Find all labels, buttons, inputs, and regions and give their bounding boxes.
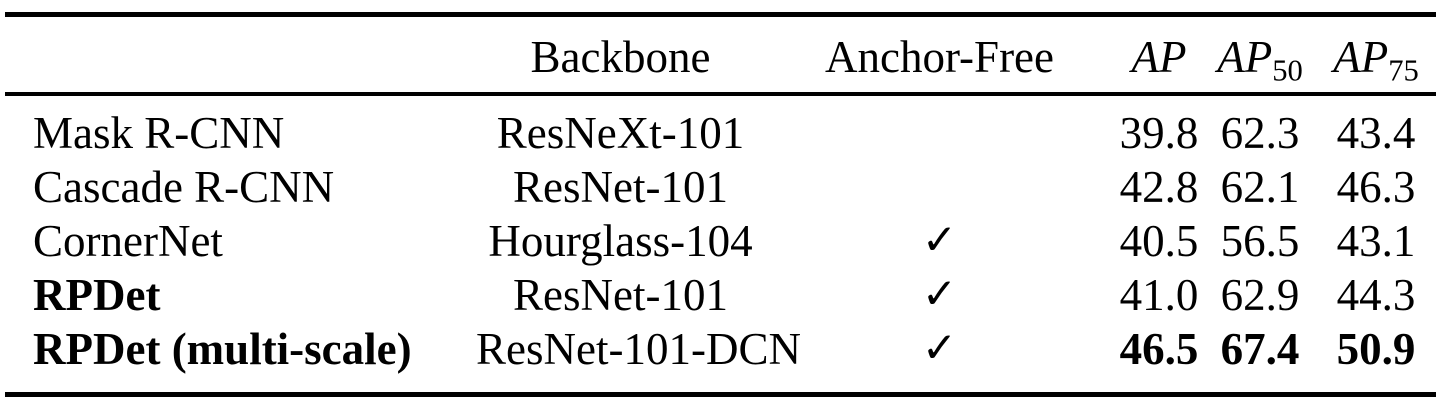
header-ap: AP	[1114, 12, 1204, 96]
table-row: Mask R-CNN ResNeXt-101 39.8 62.3 43.4	[5, 94, 1436, 160]
ap-cell: 41.0	[1119, 269, 1199, 320]
ap-cell: 40.5	[1119, 215, 1199, 266]
ap75-cell: 43.4	[1336, 107, 1416, 158]
table-row: RPDet (multi-scale) ResNet-101-DCN ✓ 46.…	[5, 322, 1436, 397]
method-cell: CornerNet	[33, 215, 223, 266]
header-ap-base: AP	[1131, 32, 1187, 82]
method-cell: RPDet (multi-scale)	[5, 322, 476, 397]
ap75-cell: 44.3	[1336, 269, 1416, 320]
ap75-cell: 46.3	[1336, 161, 1416, 212]
ap50-cell: 62.1	[1220, 161, 1300, 212]
anchor-free-cell	[765, 160, 1114, 214]
header-method	[5, 12, 476, 96]
header-ap75: AP75	[1316, 12, 1436, 96]
method-cell: RPDet	[33, 269, 161, 320]
ap50-cell: 62.9	[1220, 269, 1300, 320]
checkmark-icon: ✓	[921, 272, 958, 318]
ap50-cell: 67.4	[1204, 322, 1316, 397]
table-header: Backbone Anchor-Free AP AP50 AP75	[5, 12, 1436, 96]
backbone-cell: ResNet-101	[513, 269, 728, 320]
ap50-cell: 62.3	[1220, 107, 1300, 158]
table-body: Mask R-CNN ResNeXt-101 39.8 62.3 43.4 Ca…	[5, 94, 1436, 397]
ap75-cell: 43.1	[1336, 215, 1416, 266]
header-row: Backbone Anchor-Free AP AP50 AP75	[5, 12, 1436, 96]
header-ap50: AP50	[1204, 12, 1316, 96]
backbone-cell: Hourglass-104	[488, 215, 753, 266]
ap50-cell: 56.5	[1220, 215, 1300, 266]
checkmark-icon: ✓	[765, 322, 1114, 397]
method-cell: Cascade R-CNN	[33, 161, 335, 212]
ap-cell: 42.8	[1119, 161, 1199, 212]
backbone-cell: ResNeXt-101	[496, 107, 745, 158]
method-cell: Mask R-CNN	[33, 107, 285, 158]
header-ap75-base: AP	[1333, 32, 1389, 82]
header-anchor-free: Anchor-Free	[765, 12, 1114, 96]
table-row: Cascade R-CNN ResNet-101 42.8 62.1 46.3	[5, 160, 1436, 214]
header-ap50-base: AP	[1217, 32, 1273, 82]
anchor-free-cell	[765, 94, 1114, 160]
backbone-cell: ResNet-101-DCN	[476, 322, 801, 397]
ap75-cell: 50.9	[1316, 322, 1436, 397]
header-ap75-sub: 75	[1388, 53, 1419, 88]
header-ap50-sub: 50	[1272, 53, 1303, 88]
backbone-cell: ResNet-101	[513, 161, 728, 212]
detection-results-table: Backbone Anchor-Free AP AP50 AP75 Mask R…	[5, 12, 1436, 397]
ap-cell: 39.8	[1119, 107, 1199, 158]
checkmark-icon: ✓	[921, 218, 958, 264]
ap-cell: 46.5	[1114, 322, 1204, 397]
table-row: CornerNet Hourglass-104 ✓ 40.5 56.5 43.1	[5, 214, 1436, 268]
table-row: RPDet ResNet-101 ✓ 41.0 62.9 44.3	[5, 268, 1436, 322]
header-backbone: Backbone	[476, 12, 765, 96]
